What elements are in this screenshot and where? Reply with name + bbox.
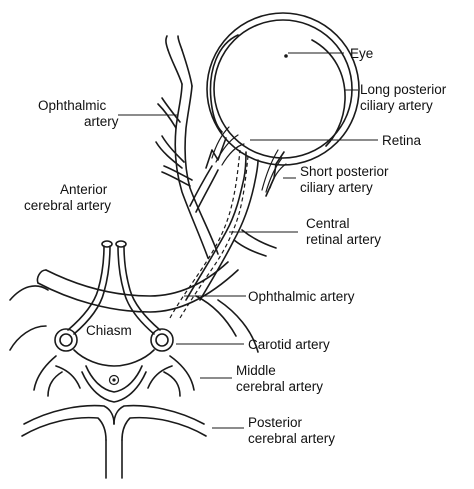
short-posterior-ciliary-artery — [205, 126, 287, 197]
label-retina: Retina — [382, 133, 422, 148]
carotid-trunk — [36, 261, 239, 313]
label-anterior-cerebral-line2: cerebral artery — [24, 198, 111, 213]
label-long-posterior-ciliary-line2: ciliary artery — [360, 98, 433, 113]
central-retinal-artery — [169, 149, 249, 319]
label-short-posterior-ciliary-line2: ciliary artery — [300, 180, 373, 195]
label-central-retinal-line2: retinal artery — [306, 232, 381, 247]
ophthalmic-artery-trunk — [185, 151, 277, 301]
label-long-posterior-ciliary-line1: Long posterior — [360, 82, 447, 97]
label-chiasm: Chiasm — [86, 323, 132, 338]
label-ophthalmic-artery-right: Ophthalmic artery — [248, 289, 355, 304]
carotid-artery-rings — [54, 328, 174, 352]
label-central-retinal-line1: Central — [306, 216, 350, 231]
label-short-posterior-ciliary-line1: Short posterior — [300, 164, 389, 179]
brain-base-outline — [9, 285, 259, 353]
middle-cerebral-artery — [33, 355, 195, 397]
label-middle-cerebral-line2: cerebral artery — [236, 379, 323, 394]
long-posterior-ciliary-artery — [209, 34, 346, 147]
label-posterior-cerebral-line2: cerebral artery — [248, 431, 335, 446]
label-ophthalmic-artery-left-line2: artery — [84, 114, 119, 129]
label-middle-cerebral-line1: Middle — [236, 363, 276, 378]
anterior-cerebral-artery — [67, 240, 161, 335]
leader-lines — [118, 52, 378, 429]
label-posterior-cerebral-line1: Posterior — [248, 415, 303, 430]
label-ophthalmic-artery-left-line1: Ophthalmic — [38, 98, 107, 113]
circle-of-willis — [73, 349, 155, 403]
label-eye: Eye — [350, 46, 373, 61]
labels: Eye Long posterior ciliary artery Retina… — [24, 46, 447, 446]
eye-globe — [206, 12, 360, 166]
ophthalmic-artery-branches — [155, 35, 219, 259]
label-carotid-artery: Carotid artery — [248, 337, 330, 352]
posterior-cerebral-artery — [21, 404, 207, 479]
label-anterior-cerebral-line1: Anterior — [60, 182, 108, 197]
